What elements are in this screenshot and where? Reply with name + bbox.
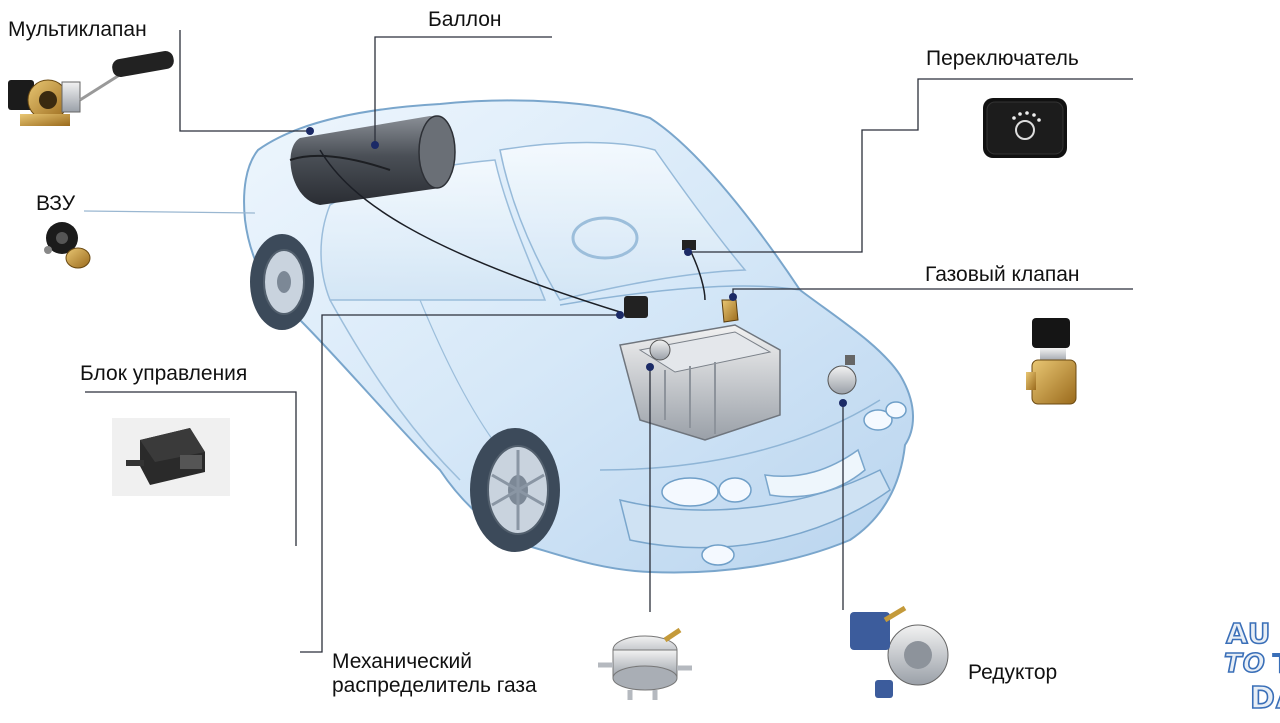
label-control-unit: Блок управления (80, 362, 248, 385)
car-illustration (243, 99, 914, 574)
connection-dots (306, 127, 847, 407)
gas-valve-image (1026, 318, 1077, 405)
logo-au: AU (1225, 616, 1272, 651)
car-rear-wheel (250, 234, 314, 330)
filler-image (44, 222, 91, 269)
label-reducer: Редуктор (968, 661, 1058, 684)
switch-image (983, 98, 1067, 158)
label-multivalve: Мультиклапан (8, 18, 147, 41)
car-front-bumper (618, 468, 891, 549)
logo-to-2: TO (1272, 647, 1280, 680)
switch-mini (682, 240, 696, 250)
label-gas-valve: Газовый клапан (925, 263, 1080, 286)
reducer-mini (827, 355, 857, 395)
leader-filler (83, 210, 256, 214)
gas-tank (289, 115, 456, 205)
autotoday-logo: AU TO TO DAY (1160, 616, 1280, 717)
leader-multivalve (179, 30, 310, 132)
reducer-image (850, 605, 949, 698)
logo-day: DAY (1249, 680, 1280, 717)
logo-to-1: TO (1223, 648, 1266, 680)
label-switch: Переключатель (926, 47, 1079, 70)
ecu-mini (624, 296, 648, 318)
leader-switch (688, 78, 1133, 253)
gas-valve-mini (721, 299, 739, 323)
car-front-wheel (470, 428, 560, 552)
distributor-image (598, 627, 692, 700)
label-filler: ВЗУ (36, 192, 76, 215)
leader-distributor (300, 314, 620, 653)
multivalve-image (8, 51, 174, 126)
leader-tank (374, 36, 552, 145)
control-unit-image (112, 418, 230, 496)
label-distributor: Механический распределитель газа (332, 650, 537, 698)
label-tank: Баллон (428, 8, 502, 31)
distributor-mini (649, 339, 671, 361)
leader-control-unit (85, 391, 297, 546)
